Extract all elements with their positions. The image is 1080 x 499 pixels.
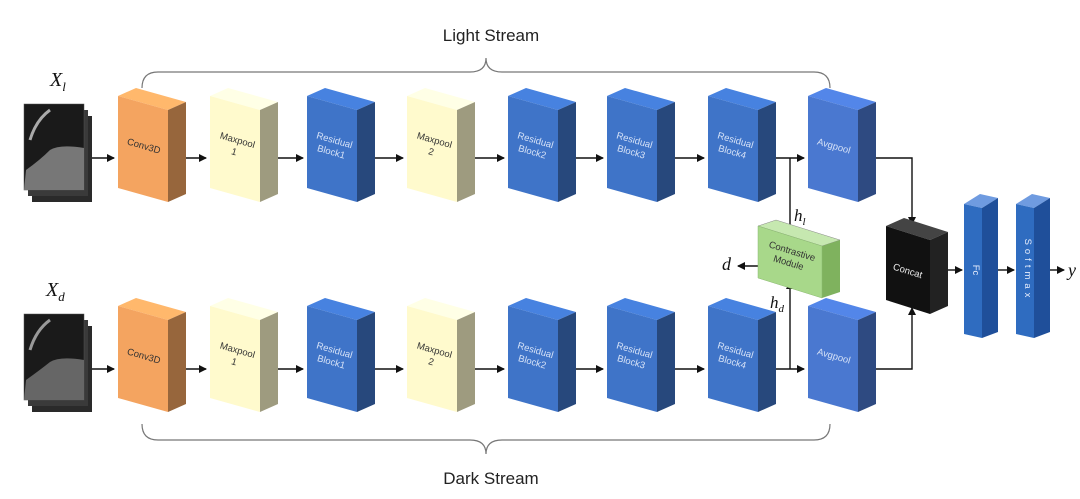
block-top-face (118, 298, 186, 320)
block-top-face (607, 88, 675, 110)
dark-stream-label: Dark Stream (443, 469, 538, 488)
dark-input-oct-stack (23, 313, 92, 412)
light-input-oct-stack (23, 103, 92, 202)
block-front-face (808, 96, 858, 202)
block-front-face (508, 96, 558, 202)
dark-input-label: Xd (45, 279, 65, 304)
block-front-face (307, 306, 357, 412)
block-side-face (758, 102, 776, 202)
block-front-face (407, 306, 457, 412)
hidden-dark-label: hd (770, 293, 785, 315)
block-top-face (407, 298, 475, 320)
block-front-face (508, 306, 558, 412)
block-front-face (210, 306, 260, 412)
block-top-face (407, 88, 475, 110)
block-front-face (118, 306, 168, 412)
dark-stream-brace (141, 423, 831, 455)
block-front-face (210, 96, 260, 202)
block-top-face (118, 88, 186, 110)
block-side-face (168, 102, 186, 202)
block-front-face (607, 306, 657, 412)
block-side-face (260, 102, 278, 202)
block-top-face (708, 88, 776, 110)
block-front-face (808, 306, 858, 412)
contrastive-module: Contrastive Module (757, 219, 841, 299)
block-side-face (858, 312, 876, 412)
block-label-line: 2 (427, 356, 435, 368)
dark-avgpool-block: Avgpool (808, 298, 876, 412)
block-side-face (457, 102, 475, 202)
block-top-face (508, 88, 576, 110)
block-front-face (708, 96, 758, 202)
block-top-face (808, 298, 876, 320)
block-side-face (357, 102, 375, 202)
dark-conv3d-block: Conv3D (118, 298, 186, 412)
light-avgpool-block: Avgpool (808, 88, 876, 202)
block-top-face (307, 298, 375, 320)
light-avgpool-to-concat-arrow (876, 157, 916, 225)
flow-arrows (92, 154, 1065, 373)
block-top-face (508, 298, 576, 320)
block-label-line: 1 (230, 356, 238, 368)
block-side-face (657, 102, 675, 202)
block-side-face (657, 312, 675, 412)
block-top-face (210, 298, 278, 320)
block-front-face (118, 96, 168, 202)
block-top-face (307, 88, 375, 110)
light-input-label: Xl (49, 69, 66, 94)
output-label: y (1066, 260, 1076, 280)
contrastive-output-label: d (722, 254, 732, 274)
block-side-face (558, 312, 576, 412)
softmax-label: Softmax (1022, 239, 1033, 302)
light-stream-label: Light Stream (443, 26, 539, 45)
block-side-face (858, 102, 876, 202)
block-top-face (607, 298, 675, 320)
dark-avgpool-to-concat-arrow (876, 307, 916, 370)
concat-block: Concat (886, 218, 948, 314)
block-label-line: 2 (427, 146, 435, 158)
block-label-line: 1 (230, 146, 238, 158)
block-front-face (407, 96, 457, 202)
block-front-face (708, 306, 758, 412)
block-side-face (457, 312, 475, 412)
light-stream-brace (141, 57, 831, 89)
fc-block: Fc (964, 194, 998, 338)
light-conv3d-block: Conv3D (118, 88, 186, 202)
hidden-light-label: hl (794, 206, 806, 228)
fc-label: Fc (970, 265, 981, 276)
block-side-face (357, 312, 375, 412)
softmax-block: Softmax (1016, 194, 1050, 338)
block-top-face (708, 298, 776, 320)
block-top-face (210, 88, 278, 110)
block-front-face (307, 96, 357, 202)
block-side-face (260, 312, 278, 412)
block-top-face (808, 88, 876, 110)
block-side-face (168, 312, 186, 412)
block-side-face (758, 312, 776, 412)
block-front-face (607, 96, 657, 202)
block-side-face (558, 102, 576, 202)
